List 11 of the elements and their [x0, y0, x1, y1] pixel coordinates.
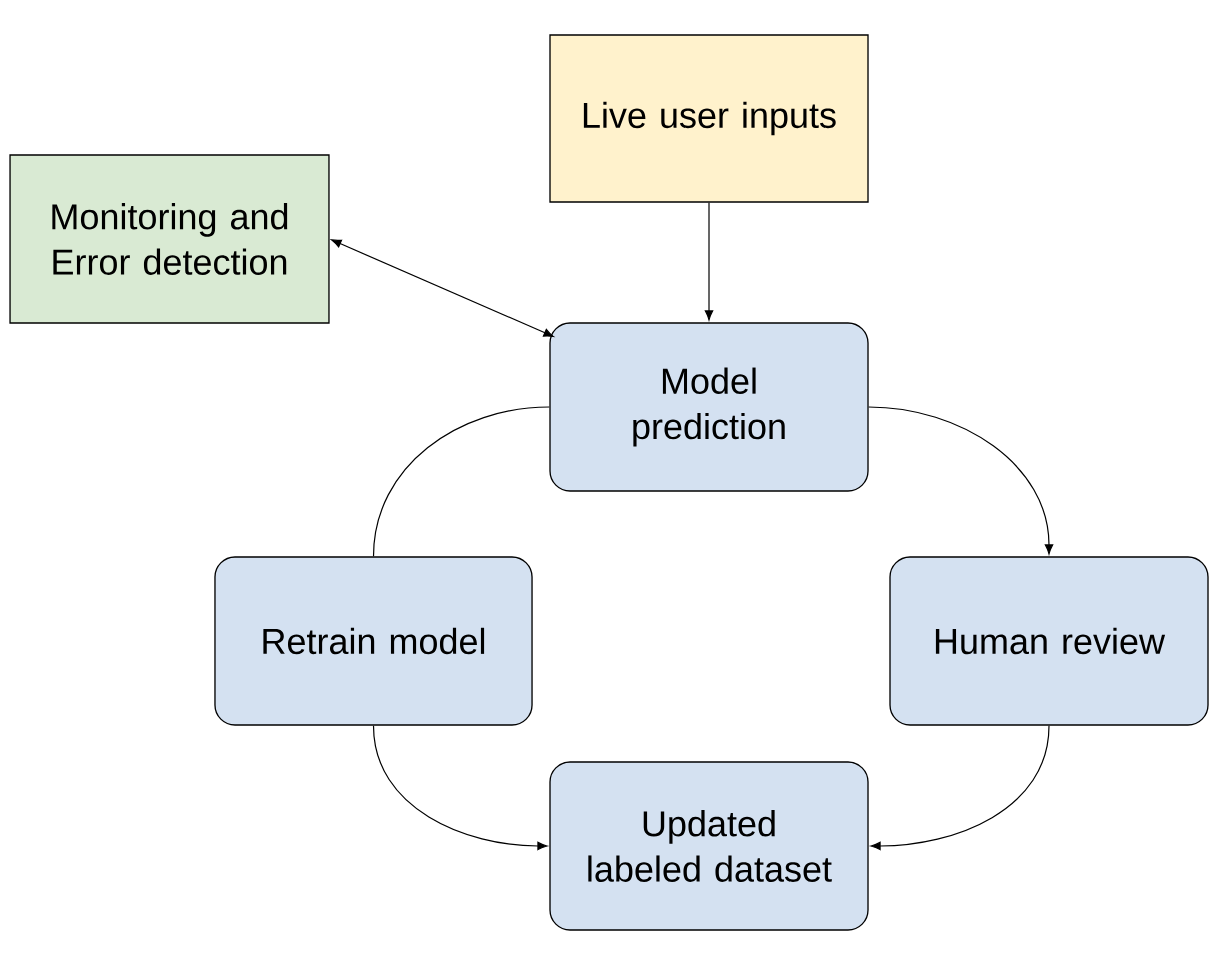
arrow — [331, 239, 554, 337]
arrow — [704, 202, 714, 321]
process-box: Retrain model — [214, 556, 533, 726]
input-box: Live user inputs — [549, 34, 869, 203]
process-box: Human review — [889, 556, 1209, 726]
arrow — [868, 406, 1054, 555]
arrow — [372, 725, 548, 851]
monitoring-box: Monitoring and Error detection — [9, 154, 330, 324]
process-box: Model prediction — [549, 322, 869, 492]
arrow — [870, 725, 1050, 851]
process-box: Updated labeled dataset — [549, 761, 869, 931]
